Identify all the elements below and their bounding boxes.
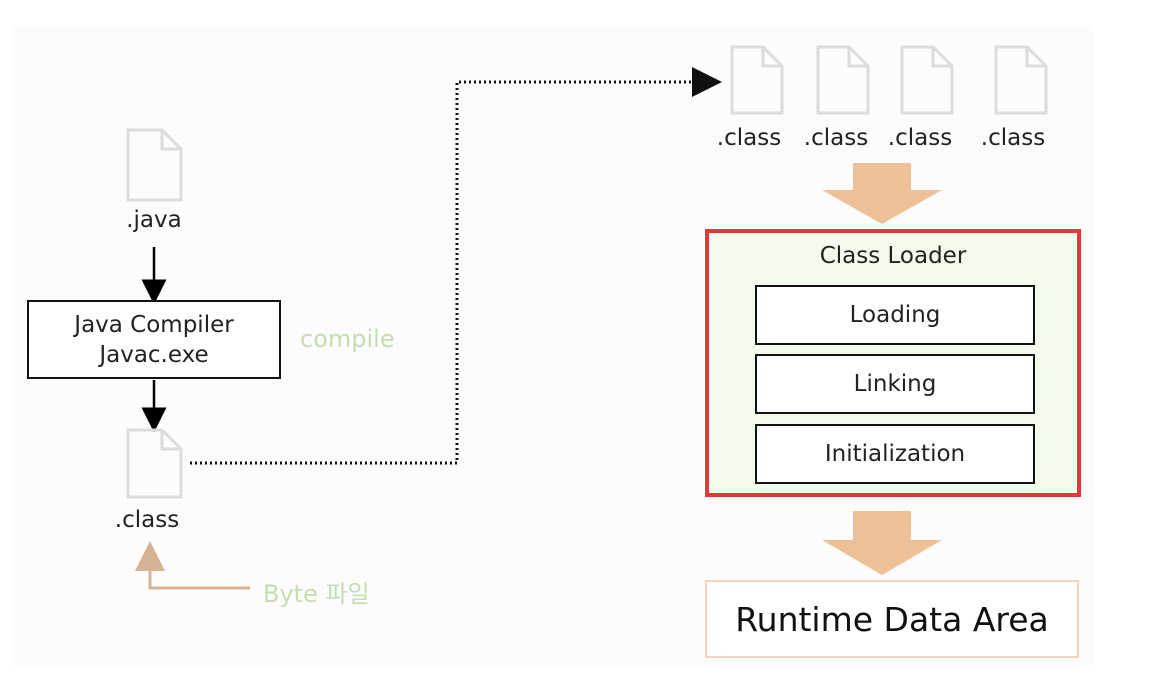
loading-phase-box: Loading [755, 285, 1035, 345]
class-loader-title: Class Loader [819, 243, 967, 269]
compile-note: compile [300, 325, 395, 353]
compiler-name: Java Compiler [74, 311, 234, 338]
class-loader-box: Class Loader Loading Linking Initializat… [705, 229, 1081, 497]
class-file-icon [816, 45, 870, 115]
class-file-label: .class [887, 125, 953, 151]
class-file-icon [126, 428, 183, 499]
class-file-label: .class [980, 125, 1046, 151]
java-compiler-box: Java Compiler Javac.exe [27, 300, 281, 379]
java-file-label: .java [126, 207, 182, 233]
class-file-label: .class [114, 507, 180, 533]
dotted-arrow-icon [190, 67, 722, 465]
byte-file-note: Byte 파일 [263, 580, 370, 608]
java-file-icon [126, 128, 183, 202]
byte-pointer-arrow-icon [135, 541, 250, 590]
wide-arrow-icon [822, 511, 942, 575]
class-file-icon [900, 45, 954, 115]
linking-phase-box: Linking [755, 354, 1035, 414]
compiler-exe: Javac.exe [99, 341, 209, 368]
wide-arrow-icon [822, 163, 942, 224]
class-file-icon [730, 45, 784, 115]
initialization-phase-box: Initialization [755, 424, 1035, 484]
runtime-data-area-box: Runtime Data Area [705, 580, 1079, 658]
class-file-icon [994, 45, 1048, 115]
class-file-label: .class [803, 125, 869, 151]
class-file-label: .class [716, 125, 782, 151]
